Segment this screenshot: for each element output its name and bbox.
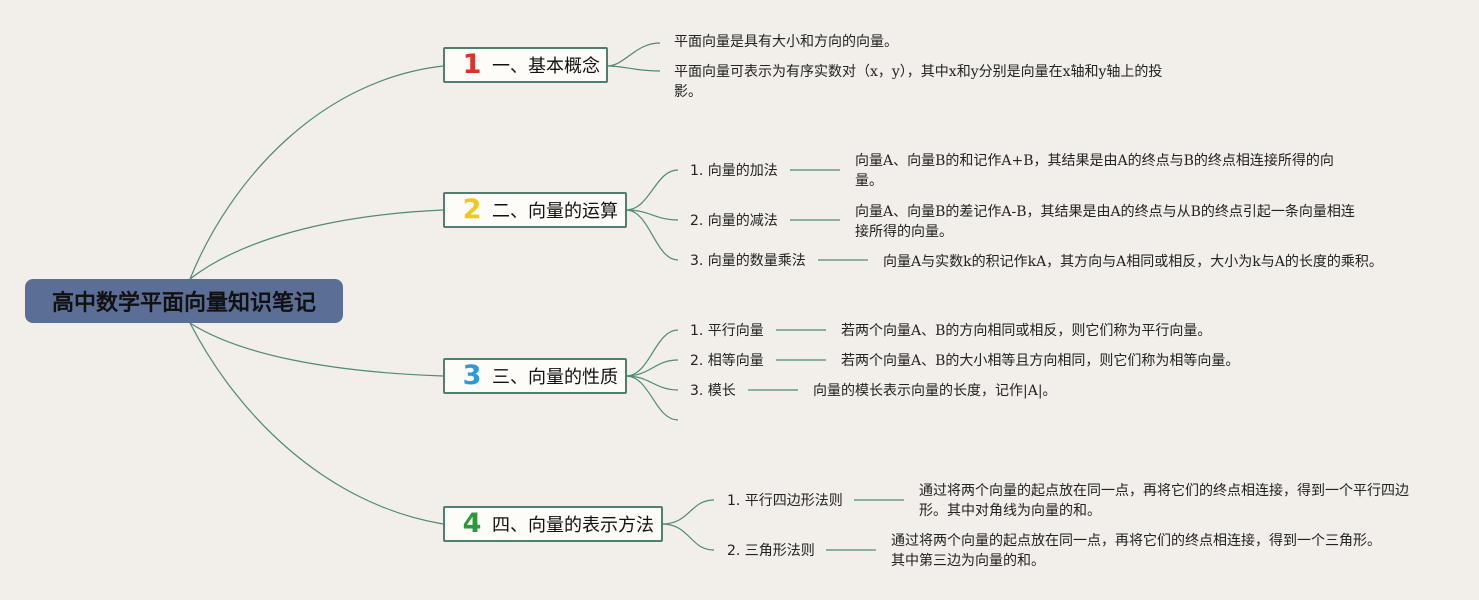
sub-scalar-multiplication[interactable]: 3. 向量的数量乘法 — [690, 253, 806, 269]
number-3-icon: 3 — [462, 360, 482, 391]
root-title: 高中数学平面向量知识笔记 — [51, 291, 316, 316]
link-b1-l2 — [606, 65, 661, 72]
leaf-definition: 平面向量是具有大小和方向的向量。 — [674, 34, 898, 50]
branch-vector-operations[interactable]: 2 二、向量的运算 — [443, 192, 627, 228]
sub-vector-addition[interactable]: 1. 向量的加法 — [690, 163, 778, 179]
link-root-b4 — [189, 322, 444, 525]
link-b3-s2 — [625, 359, 679, 377]
leaf-coordinate-form: 平面向量可表示为有序实数对（x，y），其中x和y分别是向量在x轴和y轴上的投影。 — [674, 64, 1163, 100]
number-1-icon: 1 — [462, 49, 482, 80]
desc-vector-addition: 向量A、向量B的和记作A+B，其结果是由A的终点与B的终点相连接所得的向量。 — [855, 153, 1334, 189]
link-b1-l1 — [606, 42, 661, 67]
link-b2-s2 — [625, 209, 679, 221]
sub-equal-vectors[interactable]: 2. 相等向量 — [690, 353, 764, 369]
link-b4-s2 — [661, 523, 715, 551]
number-2-icon: 2 — [462, 194, 482, 225]
link-root-b1 — [189, 65, 444, 280]
branch-vector-properties[interactable]: 3 三、向量的性质 — [443, 358, 627, 394]
link-root-b2 — [189, 209, 444, 280]
link-b3-s1 — [625, 329, 679, 377]
branch-representation-methods[interactable]: 4 四、向量的表示方法 — [443, 506, 663, 542]
desc-magnitude: 向量的模长表示向量的长度，记作|A|。 — [813, 383, 1057, 399]
root-topic[interactable]: 高中数学平面向量知识笔记 — [25, 279, 343, 323]
branch-label: 一、基本概念 — [492, 56, 600, 77]
branch-label: 二、向量的运算 — [492, 201, 618, 222]
branch-label: 四、向量的表示方法 — [492, 515, 654, 536]
desc-equal-vectors: 若两个向量A、B的大小相等且方向相同，则它们称为相等向量。 — [841, 353, 1240, 369]
sub-triangle-rule[interactable]: 2. 三角形法则 — [727, 543, 815, 559]
branch-label: 三、向量的性质 — [492, 367, 618, 388]
sub-parallelogram-rule[interactable]: 1. 平行四边形法则 — [727, 493, 843, 509]
sub-vector-subtraction[interactable]: 2. 向量的减法 — [690, 213, 778, 229]
desc-parallelogram-rule: 通过将两个向量的起点放在同一点，再将它们的终点相连接，得到一个平行四边形。其中对… — [919, 483, 1409, 519]
link-root-b3 — [189, 322, 444, 377]
number-4-icon: 4 — [462, 508, 482, 539]
link-b2-s3 — [625, 209, 679, 261]
link-b4-s1 — [661, 499, 715, 525]
desc-scalar-multiplication: 向量A与实数k的积记作kA，其方向与A相同或相反，大小为k与A的长度的乘积。 — [883, 254, 1383, 270]
sub-parallel-vectors[interactable]: 1. 平行向量 — [690, 323, 764, 339]
branch-basic-concepts[interactable]: 1 一、基本概念 — [443, 47, 608, 83]
link-b3-s4 — [625, 375, 679, 421]
link-b2-s1 — [625, 169, 679, 211]
sub-magnitude[interactable]: 3. 模长 — [690, 383, 736, 399]
desc-vector-subtraction: 向量A、向量B的差记作A-B，其结果是由A的终点与从B的终点引起一条向量相连接所… — [855, 204, 1355, 240]
desc-parallel-vectors: 若两个向量A、B的方向相同或相反，则它们称为平行向量。 — [841, 323, 1212, 339]
desc-triangle-rule: 通过将两个向量的起点放在同一点，再将它们的终点相连接，得到一个三角形。其中第三边… — [891, 533, 1381, 569]
